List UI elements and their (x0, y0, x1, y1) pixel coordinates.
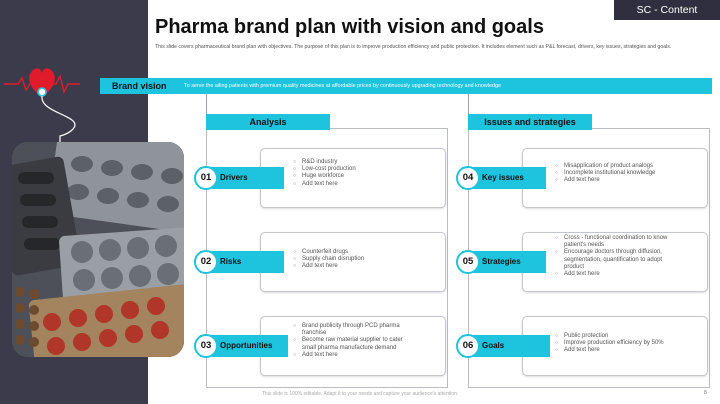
key-issues-label: Key issues (482, 173, 524, 182)
list-item: Low-cost production (293, 166, 438, 173)
strategies-card: Cross - functional coordination to know … (522, 232, 708, 292)
strategies-label: Strategies (482, 257, 521, 266)
goals-card: Public protection Improve production eff… (522, 316, 708, 376)
page-subtitle: This slide covers pharmaceutical brand p… (155, 44, 672, 50)
pill-blister-illustration (12, 142, 184, 357)
risks-label-bar: Risks (200, 251, 284, 273)
list-item: Supply chain disruption (293, 256, 438, 263)
analysis-heading: Analysis (206, 114, 330, 130)
issues-heading: Issues and strategies (468, 114, 592, 130)
brand-vision-label: Brand vision (112, 81, 167, 91)
step-number-02: 02 (194, 250, 218, 274)
step-number-05: 05 (456, 250, 480, 274)
list-item: Brand publicity through PCD pharma franc… (293, 323, 413, 337)
list-item: Add text here (555, 271, 680, 278)
step-number-06: 06 (456, 334, 480, 358)
list-item: Add text here (293, 352, 413, 359)
list-item: Improve production efficiency by 50% (555, 340, 700, 347)
list-item: Add text here (555, 177, 700, 184)
pill-blister-photo (12, 142, 184, 357)
list-item: Counterfeit drugs (293, 249, 438, 256)
list-item: Public protection (555, 333, 700, 340)
opportunities-label: Opportunities (220, 341, 273, 350)
strategies-label-bar: Strategies (462, 251, 546, 273)
step-number-04: 04 (456, 166, 480, 190)
list-item: R&D industry (293, 159, 438, 166)
list-item: Misapplication of product analogs (555, 163, 700, 170)
risks-card: Counterfeit drugs Supply chain disruptio… (260, 232, 446, 292)
drivers-card: R&D industry Low-cost production Huge wo… (260, 148, 446, 208)
list-item: Encourage doctors through diffusion, seg… (555, 249, 680, 271)
connector-line (468, 94, 469, 114)
step-number-03: 03 (194, 334, 218, 358)
drivers-label: Drivers (220, 173, 248, 182)
page-number: 8 (704, 390, 707, 396)
connector-line (206, 94, 207, 114)
footer-note: This slide is 100% editable. Adapt it to… (261, 391, 459, 397)
list-item: Incomplete institutional knowledge (555, 170, 700, 177)
heart-pulse-icon (4, 68, 80, 144)
list-item: Become raw material supplier to cater sm… (293, 337, 413, 351)
step-number-01: 01 (194, 166, 218, 190)
section-tag: SC - Content (614, 0, 720, 20)
brand-vision-bar (100, 78, 712, 94)
list-item: Huge workforce (293, 173, 438, 180)
brand-vision-text: To serve the ailing patients with premiu… (184, 83, 501, 89)
page-title: Pharma brand plan with vision and goals (155, 16, 544, 38)
risks-label: Risks (220, 257, 242, 266)
goals-label-bar: Goals (462, 335, 550, 357)
goals-label: Goals (482, 341, 505, 350)
list-item: Add text here (555, 347, 700, 354)
list-item: Add text here (293, 181, 438, 188)
opportunities-label-bar: Opportunities (200, 335, 288, 357)
list-item: Add text here (293, 263, 438, 270)
drivers-label-bar: Drivers (200, 167, 284, 189)
opportunities-card: Brand publicity through PCD pharma franc… (260, 316, 446, 376)
list-item: Cross - functional coordination to know … (555, 235, 680, 249)
key-issues-card: Misapplication of product analogs Incomp… (522, 148, 708, 208)
key-issues-label-bar: Key issues (462, 167, 546, 189)
